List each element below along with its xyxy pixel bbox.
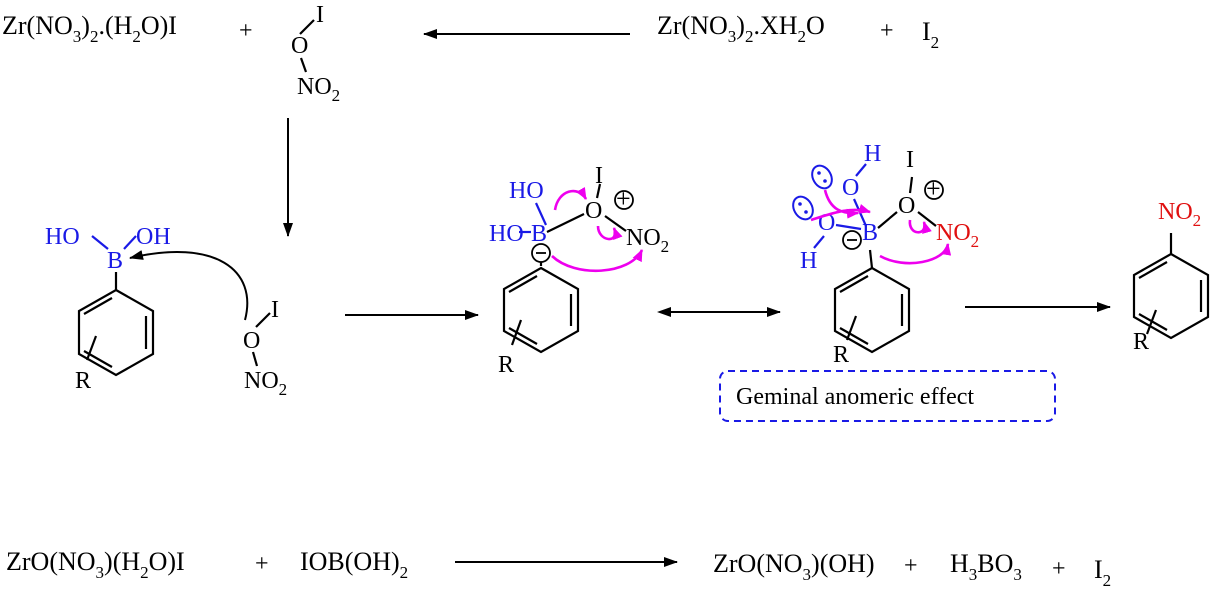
plus-sign: + (239, 18, 253, 44)
nitro-group: NO2 (626, 225, 669, 256)
r-substituent: R (75, 368, 91, 394)
phenylboronic-acid: HO OH B R (45, 224, 249, 394)
electron-arrow (810, 204, 871, 222)
positive-charge (924, 180, 944, 200)
hydrogen-bottom: H (800, 248, 817, 274)
plus-sign: + (904, 553, 918, 579)
hydrogen-top: H (864, 141, 881, 167)
hydroxyl-left: HO (45, 224, 80, 250)
boron-atom: B (531, 221, 547, 247)
lone-pair-top (811, 164, 833, 190)
electron-arrow (908, 219, 932, 234)
oxygen-atom: O (243, 328, 260, 354)
effect-label-box (719, 370, 1056, 422)
negative-charge (842, 230, 862, 250)
nitroarene-product: NO2 R (1132, 199, 1210, 355)
oxygen-atom: O (585, 198, 602, 224)
boric-acid: H3BO3 (950, 549, 1022, 584)
oxygen-top: O (842, 175, 859, 201)
benzene-ring (833, 266, 911, 354)
r-substituent: R (833, 342, 849, 368)
zr-iodide-product: Zr(NO3)2.(H2O)I (2, 11, 177, 46)
electron-arrow (553, 186, 588, 211)
plus-sign: + (255, 551, 269, 577)
nucleophilic-attack-arrow (129, 250, 249, 321)
iodo-boronate: IOB(OH)2 (300, 547, 408, 582)
benzene-ring (77, 288, 155, 377)
reaction-1: Zr(NO3)2.(H2O)I + I O NO2 Zr(NO3)2.XH2O … (2, 2, 939, 105)
iodine-atom: I (906, 147, 914, 173)
reaction-2: ZrO(NO3)(H2O)I + IOB(OH)2 ZrO(NO3)(OH) +… (6, 547, 1111, 590)
boron-atom: B (862, 220, 878, 246)
svg-text:+: + (616, 184, 631, 213)
boronate-intermediate-1: HO HO B O I NO2 + R (489, 163, 669, 378)
benzene-ring (502, 266, 580, 354)
hydroxyl-right: OH (136, 224, 171, 250)
benzene-ring (1132, 252, 1210, 340)
zr-nitrate-hydrate: Zr(NO3)2.XH2O (657, 11, 825, 46)
svg-text:+: + (926, 174, 941, 203)
iodine-molecule: I2 (922, 17, 939, 52)
electron-arrow (596, 225, 623, 241)
r-substituent: R (498, 352, 514, 378)
hydroxyl-left: HO (489, 221, 524, 247)
oxygen-atom: O (898, 193, 915, 219)
oxygen-atom: O (291, 33, 308, 59)
electron-arrow (823, 189, 859, 219)
plus-sign: + (1052, 556, 1066, 582)
zro-iodide-reactant: ZrO(NO3)(H2O)I (6, 547, 185, 582)
nitro-group: NO2 (1158, 199, 1201, 230)
boron-atom: B (107, 248, 123, 274)
electron-arrow (879, 243, 952, 265)
boronate-intermediate-2: H O O H B O I NO2 + (792, 141, 979, 368)
r-substituent: R (1133, 329, 1149, 355)
iodine-nitrite-top: I O NO2 (291, 2, 340, 105)
nitro-group: NO2 (297, 74, 340, 105)
iodine-atom: I (595, 163, 603, 189)
nitro-group: NO2 (244, 368, 287, 399)
nitro-group: NO2 (936, 220, 979, 251)
positive-charge (614, 190, 634, 210)
zro-hydroxide-product: ZrO(NO3)(OH) (713, 549, 875, 584)
lone-pair-left (792, 195, 814, 221)
effect-label: Geminal anomeric effect (736, 384, 974, 410)
iodine-molecule: I2 (1094, 555, 1111, 590)
iodine-nitrite-reagent: I O NO2 (243, 297, 287, 399)
plus-sign: + (880, 18, 894, 44)
electron-arrow (551, 249, 644, 273)
iodine-atom: I (316, 2, 324, 28)
iodine-atom: I (271, 297, 279, 323)
hydroxyl-top: HO (509, 178, 544, 204)
